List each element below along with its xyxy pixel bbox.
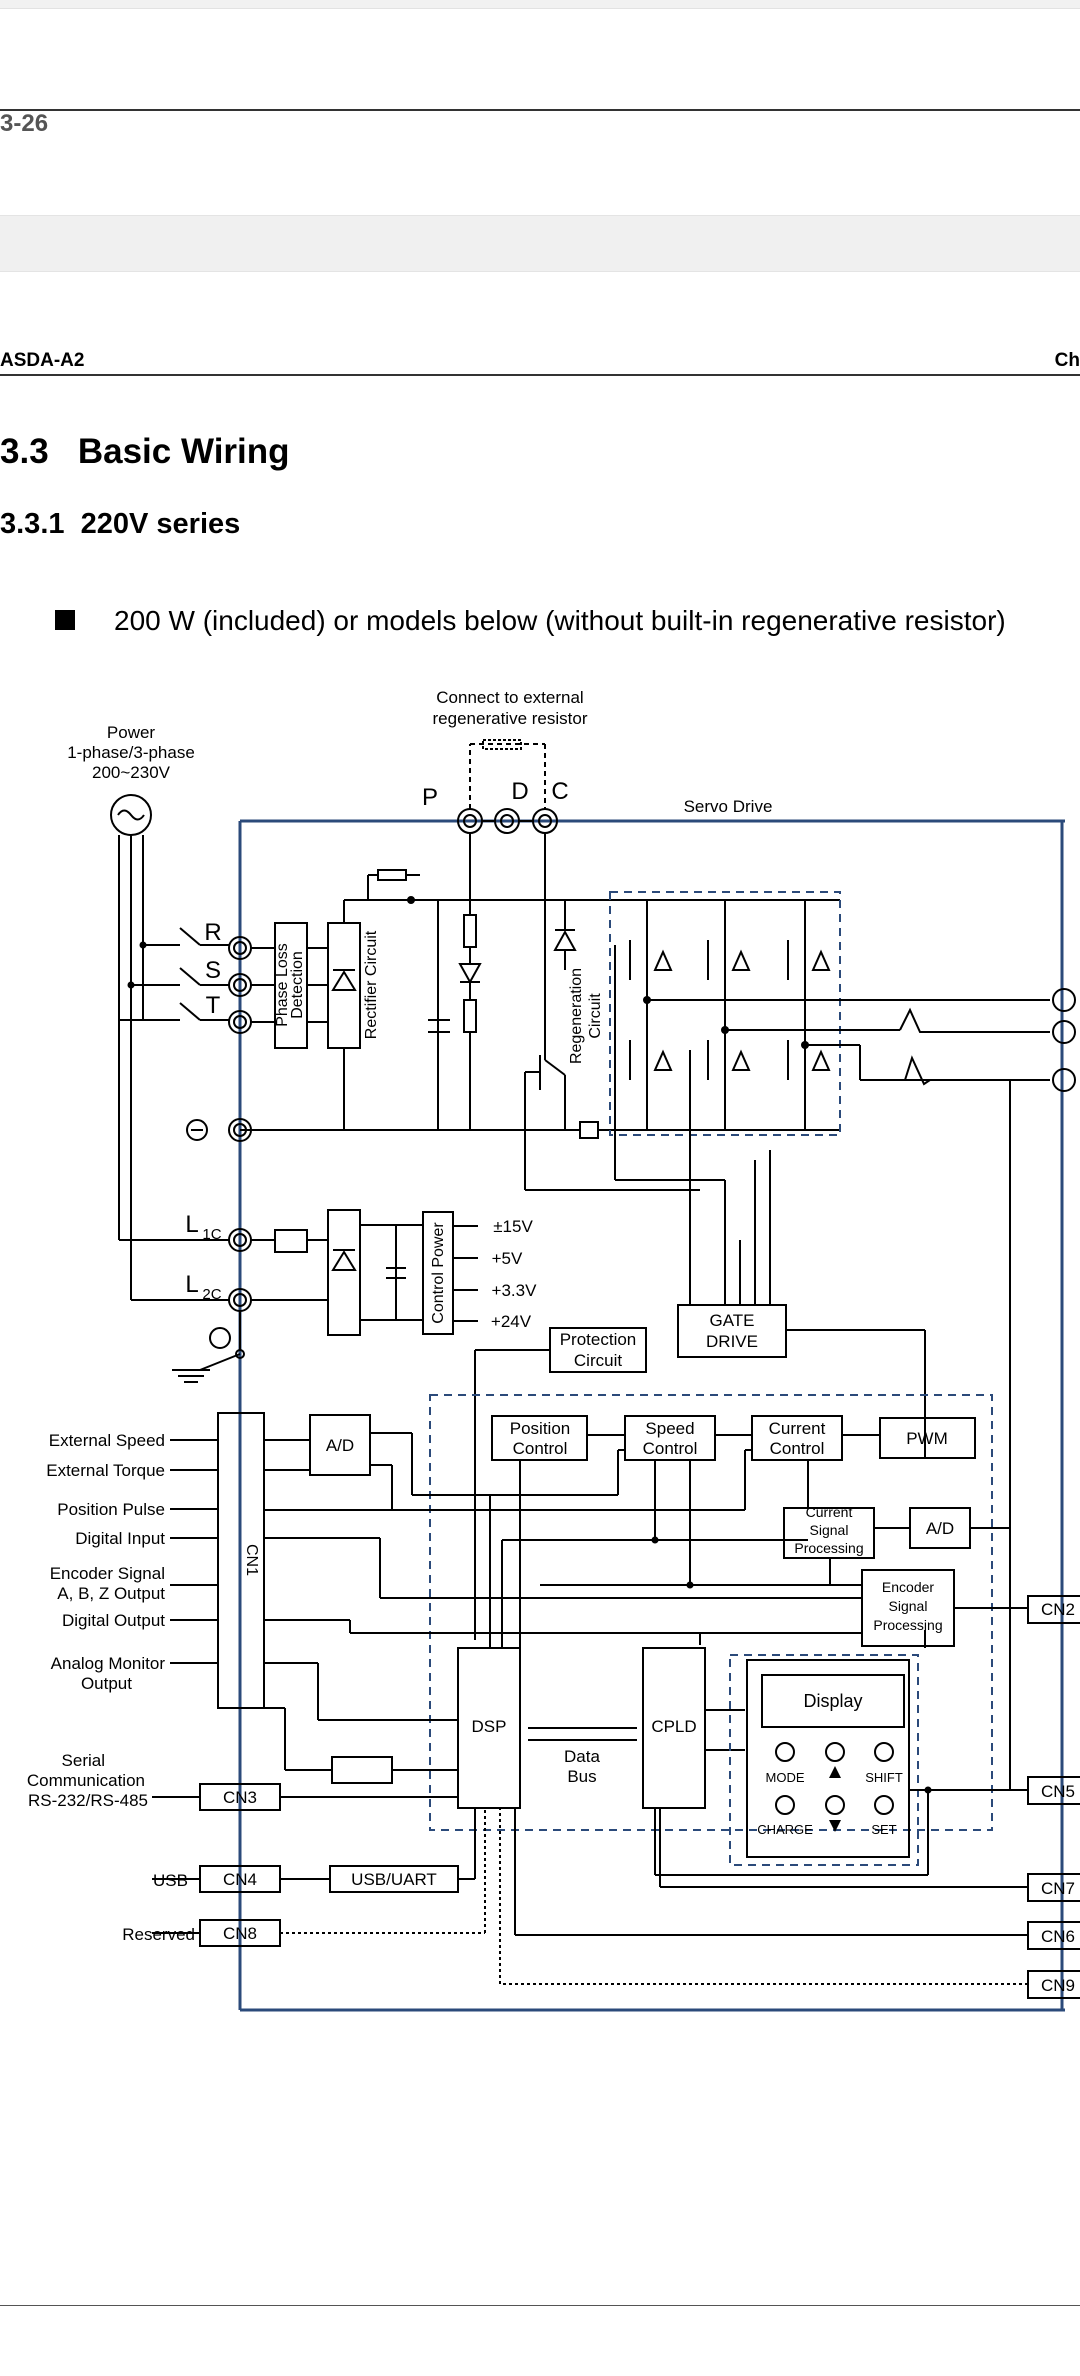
rectifier-label: Rectifier Circuit	[363, 930, 380, 1039]
label-serial-line1: Serial	[62, 1751, 105, 1770]
terminal-l1c: L	[185, 1211, 198, 1238]
label-reserved: Reserved	[122, 1925, 195, 1944]
current-signal-line1: Current	[806, 1504, 853, 1520]
external-resistor-line2: regenerative resistor	[433, 709, 588, 728]
cn5-label: CN5	[1041, 1782, 1075, 1801]
mode-label: MODE	[766, 1770, 805, 1785]
terminal-c: C	[551, 778, 568, 805]
bullet-text: 200 W (included) or models below (withou…	[114, 605, 1006, 636]
label-digital-output: Digital Output	[62, 1611, 165, 1630]
current-control-line1: Current	[769, 1419, 826, 1438]
speed-control-line2: Control	[643, 1439, 698, 1458]
subsection-number: 3.3.1	[0, 508, 65, 540]
cn2-label: CN2	[1041, 1600, 1075, 1619]
terminal-r: R	[204, 919, 221, 946]
subsection-heading: 3.3.1 220V series	[0, 508, 240, 541]
ad-right-label: A/D	[926, 1519, 954, 1538]
cn3-label: CN3	[223, 1788, 257, 1807]
terminal-d: D	[511, 778, 528, 805]
encoder-signal-line3: Processing	[873, 1617, 942, 1633]
label-external-torque: External Torque	[46, 1461, 165, 1480]
data-bus-line2: Bus	[567, 1767, 596, 1786]
position-control-line1: Position	[510, 1419, 570, 1438]
current-control-line2: Control	[770, 1439, 825, 1458]
cpld-label: CPLD	[651, 1717, 696, 1736]
terminal-p: P	[422, 784, 438, 811]
protection-line2: Circuit	[574, 1351, 622, 1370]
terminal-l2c: L	[185, 1271, 198, 1298]
page-gap-band	[0, 215, 1080, 272]
charge-label: CHARGE	[757, 1822, 813, 1837]
power-label-line3: 200~230V	[92, 763, 171, 782]
pwm-label: PWM	[906, 1429, 948, 1448]
section-title: Basic Wiring	[77, 432, 290, 471]
label-external-speed: External Speed	[49, 1431, 165, 1450]
regeneration-line1: Regeneration	[568, 968, 585, 1064]
label-analog-monitor-output: Output	[81, 1674, 132, 1693]
section-heading: 3.3 Basic Wiring	[0, 432, 290, 472]
current-signal-line2: Signal	[810, 1522, 849, 1538]
footer-rule	[0, 2305, 1080, 2306]
speed-control-line1: Speed	[645, 1419, 694, 1438]
data-bus-line1: Data	[564, 1747, 600, 1766]
label-encoder-output-line2: A, B, Z Output	[57, 1584, 165, 1603]
label-encoder-output-line1: Encoder Signal	[50, 1564, 165, 1583]
servo-drive-label: Servo Drive	[684, 797, 773, 816]
phase-loss-line2: Detection	[289, 951, 306, 1019]
terminal-l1c-sub: 1C	[202, 1226, 221, 1243]
ad-left-label: A/D	[326, 1436, 354, 1455]
wiring-diagram: Power 1-phase/3-phase 200~230V Connect t…	[27, 688, 1080, 2012]
usb-uart-label: USB/UART	[351, 1870, 437, 1889]
encoder-signal-line2: Signal	[889, 1598, 928, 1614]
phase-loss-line1: Phase Loss	[274, 943, 291, 1027]
page-separator-line	[0, 109, 1080, 111]
label-serial-line3: RS-232/RS-485	[28, 1791, 148, 1810]
cn1-label: CN1	[243, 1544, 260, 1576]
external-resistor-line1: Connect to external	[436, 688, 583, 707]
section-number: 3.3	[0, 432, 49, 471]
set-label: SET	[871, 1822, 896, 1837]
voltage-3v3: +3.3V	[492, 1281, 538, 1300]
header-left: ASDA-A2	[0, 350, 85, 371]
display-label: Display	[803, 1691, 862, 1711]
voltage-5v: +5V	[492, 1249, 523, 1268]
power-label-line1: Power	[107, 723, 156, 742]
bullet-square-icon	[55, 610, 75, 630]
page-number: 3-26	[0, 110, 49, 137]
terminal-t: T	[206, 992, 221, 1019]
cn9-label: CN9	[1041, 1976, 1075, 1995]
cn8-label: CN8	[223, 1924, 257, 1943]
header-right: Ch	[1054, 350, 1080, 371]
position-control-line2: Control	[513, 1439, 568, 1458]
terminal-s: S	[205, 957, 221, 984]
terminal-l2c-sub: 2C	[202, 1286, 221, 1303]
label-position-pulse: Position Pulse	[57, 1500, 165, 1519]
current-signal-line3: Processing	[794, 1540, 863, 1556]
protection-line1: Protection	[560, 1330, 637, 1349]
gate-drive-line1: GATE	[709, 1311, 754, 1330]
power-label-line2: 1-phase/3-phase	[67, 743, 195, 762]
regeneration-line2: Circuit	[587, 993, 604, 1039]
cn6-label: CN6	[1041, 1927, 1075, 1946]
voltage-15v: ±15V	[493, 1217, 533, 1236]
dsp-label: DSP	[472, 1717, 507, 1736]
label-usb: USB	[153, 1871, 188, 1890]
label-serial-line2: Communication	[27, 1771, 145, 1790]
label-digital-input: Digital Input	[75, 1529, 165, 1548]
label-analog-monitor: Analog Monitor	[51, 1654, 166, 1673]
header-rule	[0, 374, 1080, 376]
control-power-label: Control Power	[430, 1222, 447, 1324]
voltage-24v: +24V	[491, 1312, 532, 1331]
cn4-label: CN4	[223, 1870, 257, 1889]
encoder-signal-line1: Encoder	[882, 1579, 934, 1595]
gate-drive-line2: DRIVE	[706, 1332, 758, 1351]
top-toolbar-edge	[0, 0, 1080, 9]
shift-label: SHIFT	[865, 1770, 903, 1785]
subsection-title: 220V series	[80, 508, 241, 540]
cn7-label: CN7	[1041, 1879, 1075, 1898]
